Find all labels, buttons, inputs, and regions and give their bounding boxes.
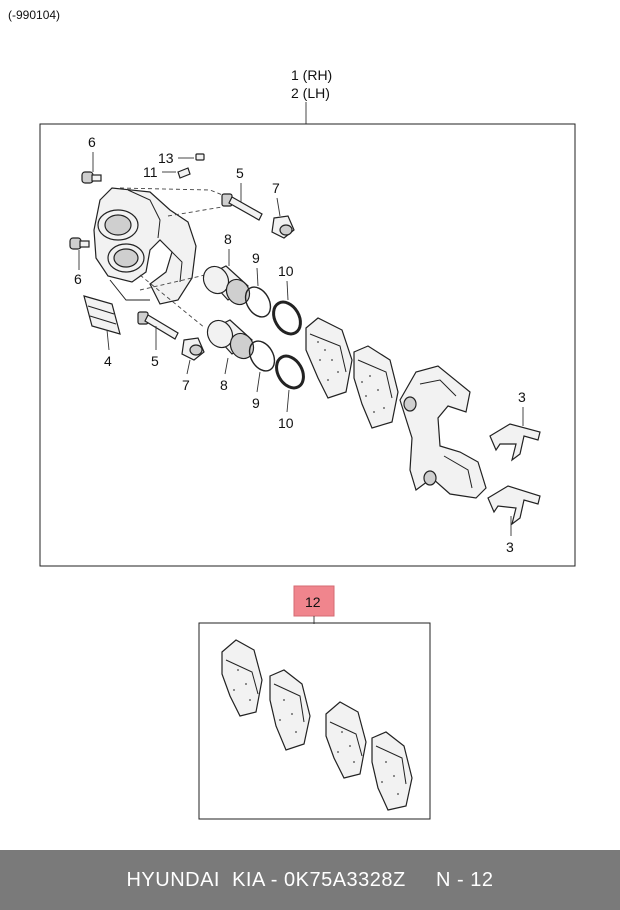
callout-13: 13 (158, 150, 174, 166)
assembly-label-lh: 2 (LH) (291, 85, 330, 101)
range-label: (-990104) (8, 8, 60, 22)
callout-10-upper: 10 (278, 263, 294, 279)
footer-part-number: HYUNDAI KIA - 0K75A3328Z N - 12 (126, 868, 494, 891)
brake-pad-outer (353, 345, 399, 429)
guide-pin-upper (221, 193, 263, 221)
pin-boot-lower (181, 337, 205, 361)
assembly-dash-1 (119, 187, 231, 199)
callout-7-upper: 7 (272, 180, 280, 196)
pin-boot-upper (271, 215, 295, 239)
assembly-label-rh: 1 (RH) (291, 67, 332, 83)
guide-pin-lower (137, 311, 179, 340)
callout-3-upper: 3 (518, 389, 526, 405)
bolt-lower (69, 237, 90, 250)
pad-kit-pad-2 (269, 669, 311, 751)
callout-12: 12 (305, 594, 321, 610)
footer-bar: HYUNDAI KIA - 0K75A3328Z N - 12 (0, 850, 620, 910)
callout-6-lower: 6 (74, 271, 82, 287)
pad-kit-pad-3 (325, 701, 367, 779)
callout-12-highlight (293, 585, 335, 617)
pad-clip-upper (489, 423, 541, 462)
callout-4: 4 (104, 353, 112, 369)
caliper-bracket (399, 365, 487, 499)
callout-5-upper: 5 (236, 165, 244, 181)
anti-rattle-plate (83, 295, 121, 335)
piston-seal-upper (244, 286, 272, 318)
callout-6-upper: 6 (88, 134, 96, 150)
pad-kit-pad-4 (371, 731, 413, 811)
brake-pad-inner (305, 317, 353, 399)
piston-seal-lower (248, 340, 276, 372)
callout-5-lower: 5 (151, 353, 159, 369)
callout-3-lower: 3 (506, 539, 514, 555)
assembly-frame (39, 123, 576, 567)
pad-kit-pad-1 (221, 639, 263, 717)
bleeder-cap (195, 153, 205, 161)
parts-diagram: (-990104) 1 (RH) 2 (LH) 13 11 6 (8, 8, 576, 820)
bolt-upper (81, 171, 102, 184)
assembly-dash-3 (167, 206, 223, 217)
pad-kit-frame (198, 622, 431, 820)
pad-clip-lower (487, 485, 541, 526)
callout-8-lower: 8 (220, 377, 228, 393)
dust-boot-lower (275, 354, 305, 390)
callout-8-upper: 8 (224, 231, 232, 247)
callout-9-lower: 9 (252, 395, 260, 411)
bleeder-screw (177, 167, 191, 179)
callout-7-lower: 7 (182, 377, 190, 393)
callout-11: 11 (143, 164, 158, 180)
dust-boot-upper (272, 300, 302, 336)
caliper-housing (93, 187, 197, 305)
callout-9-upper: 9 (252, 250, 260, 266)
callout-10-lower: 10 (278, 415, 294, 431)
piston-lower (206, 319, 255, 360)
piston-upper (202, 265, 251, 306)
